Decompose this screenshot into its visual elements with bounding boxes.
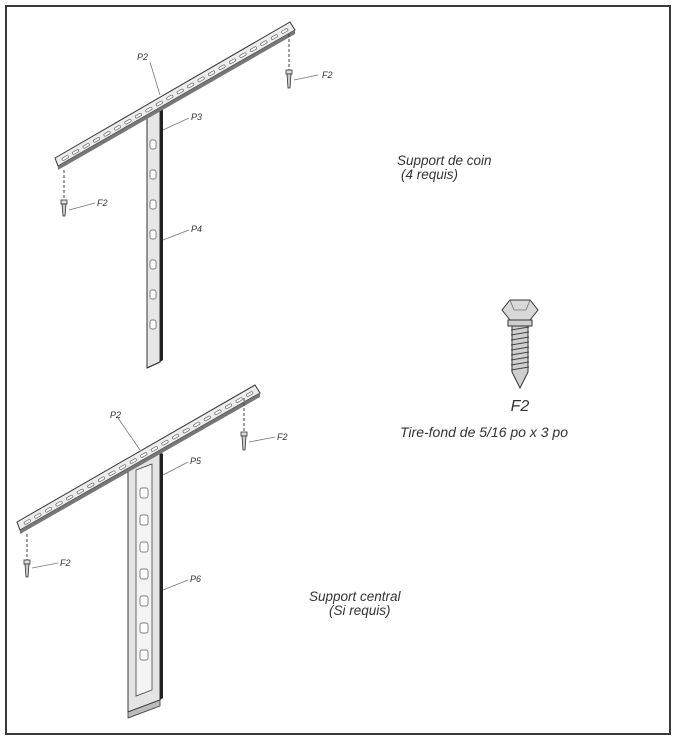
crossbar-slot — [124, 119, 132, 125]
crossbar-slot — [172, 433, 180, 440]
fastener-code: F2 — [510, 398, 530, 415]
lag-screw-icon — [501, 299, 539, 390]
screw-thread — [510, 351, 530, 356]
crossbar-slot — [193, 421, 201, 428]
crossbar-slot — [23, 519, 31, 525]
screw-thread — [510, 356, 530, 361]
crossbar-slot — [249, 46, 257, 52]
center-crossbar — [16, 384, 261, 534]
crossbar-slot — [34, 513, 42, 519]
crossbar-slot — [103, 131, 111, 137]
crossbar-slot — [239, 52, 247, 58]
crossbar-slot — [228, 58, 237, 64]
crossbar-slot — [66, 494, 74, 501]
label-center-p5: P5 — [190, 456, 202, 466]
crossbar-slot — [44, 507, 52, 513]
crossbar-slot — [72, 149, 80, 155]
fastener-description: Tire-fond de 5/16 po x 3 po — [400, 424, 568, 440]
crossbar-slot — [176, 88, 184, 95]
screw-thread — [510, 361, 530, 366]
label-corner-f2-left: F2 — [97, 198, 108, 208]
screw-thread — [510, 366, 530, 371]
label-center-f2-left: F2 — [60, 558, 71, 568]
center-bracket-caption: Support central (Si requis) — [309, 590, 401, 618]
label-corner-p4: P4 — [191, 224, 202, 234]
center-bolt-right — [240, 398, 248, 451]
crossbar-slot — [113, 125, 122, 131]
crossbar-slot — [166, 94, 174, 101]
label-corner-p3: P3 — [191, 112, 202, 122]
crossbar-slot — [87, 482, 95, 489]
crossbar-slot — [270, 34, 278, 40]
screw-thread — [510, 341, 530, 346]
crossbar-slot — [155, 100, 163, 107]
crossbar-slot — [134, 112, 142, 119]
screw-thread — [510, 346, 530, 351]
crossbar-slot — [140, 452, 148, 458]
center-caption-qty: (Si requis) — [329, 603, 391, 618]
center-bracket: P2 P5 P6 F2 F2 — [16, 384, 288, 719]
crossbar-slot — [214, 409, 222, 416]
crossbar-slot — [197, 76, 205, 83]
corner-caption-title: Support de coin — [397, 153, 492, 168]
corner-bracket-caption: Support de coin (4 requis) — [397, 154, 492, 182]
crossbar-slot — [203, 415, 211, 422]
crossbar-slot — [119, 464, 127, 470]
crossbar-slot — [235, 397, 243, 403]
corner-bracket: P2 P3 P4 F2 F2 — [54, 21, 333, 369]
crossbar-slot — [161, 440, 169, 446]
label-corner-p2: P2 — [137, 52, 148, 62]
center-vertical-leg — [127, 451, 163, 719]
crossbar-slot — [218, 64, 226, 70]
label-center-p6: P6 — [190, 574, 201, 584]
corner-caption-qty: (4 requis) — [401, 167, 459, 182]
screw-thread — [510, 331, 530, 336]
corner-bolt-right — [285, 34, 293, 89]
corner-crossbar — [54, 21, 296, 170]
screw-thread — [510, 326, 530, 331]
crossbar-slot — [260, 40, 268, 46]
label-center-p2: P2 — [110, 410, 121, 420]
crossbar-slot — [182, 427, 190, 434]
crossbar-slot — [108, 470, 116, 476]
crossbar-slot — [145, 106, 153, 113]
crossbar-slot — [61, 155, 69, 161]
label-center-f2-right: F2 — [277, 432, 288, 442]
crossbar-slot — [129, 458, 137, 464]
corner-vertical-leg — [146, 107, 163, 369]
label-corner-f2-right: F2 — [322, 70, 333, 80]
crossbar-slot — [55, 500, 63, 507]
crossbar-slot — [150, 446, 158, 452]
crossbar-slot — [93, 137, 101, 143]
center-bolt-left — [23, 534, 31, 578]
center-caption-title: Support central — [309, 589, 401, 604]
crossbar-slot — [97, 476, 105, 483]
crossbar-slot — [76, 488, 84, 495]
crossbar-slot — [246, 391, 254, 397]
crossbar-slot — [208, 70, 216, 77]
crossbar-slot — [225, 403, 233, 409]
crossbar-slot — [187, 82, 195, 89]
corner-bolt-left — [60, 170, 68, 217]
crossbar-slot — [82, 143, 90, 149]
crossbar-slot — [281, 28, 289, 34]
screw-thread — [510, 336, 530, 341]
